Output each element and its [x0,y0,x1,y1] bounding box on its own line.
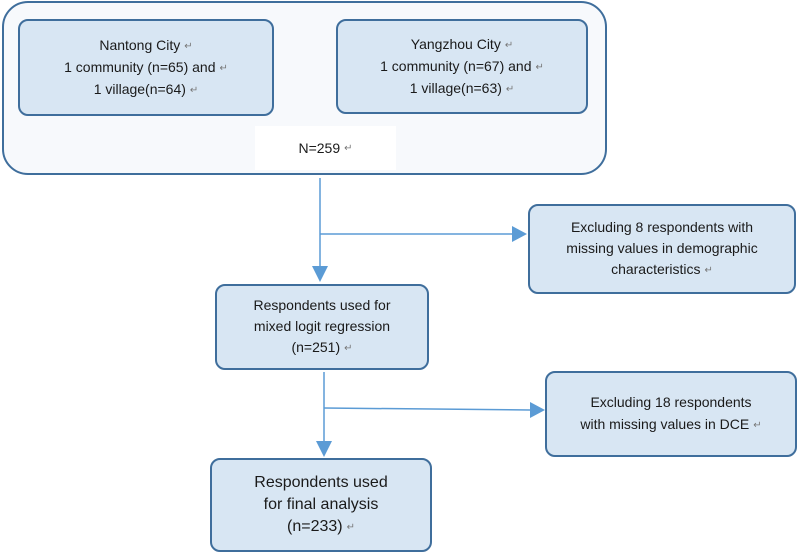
step-2-line-3: (n=233)↵ [287,517,355,535]
exclusion-1-line-3: characteristics↵ [611,261,713,277]
exclusion-demographic-box: Excluding 8 respondents with missing val… [528,204,796,294]
nantong-community: 1 community (n=65) and↵ [64,58,228,75]
exclusion-2-line-2: with missing values in DCE↵ [580,416,762,432]
yangzhou-village: 1 village(n=63)↵ [409,79,515,96]
yangzhou-title: Yangzhou City↵ [410,35,514,52]
paragraph-mark-icon: ↵ [753,420,762,431]
step-2-line-1: Respondents used [254,473,388,491]
mixed-logit-box: Respondents used for mixed logit regress… [215,284,429,370]
arrowhead-step-1 [312,266,328,282]
paragraph-mark-icon: ↵ [344,142,353,154]
step-1-line-2: mixed logit regression [253,318,391,334]
arrowhead-exclusion-1 [512,226,527,242]
yangzhou-city-box: Yangzhou City↵ 1 community (n=67) and↵ 1… [336,19,588,114]
nantong-village: 1 village(n=64)↵ [93,80,199,97]
paragraph-mark-icon: ↵ [505,83,515,95]
paragraph-mark-icon: ↵ [504,39,514,51]
yangzhou-community: 1 community (n=67) and↵ [380,57,544,74]
exclusion-1-line-2: missing values in demographic [566,240,758,256]
paragraph-mark-icon: ↵ [344,343,353,354]
exclusion-2-line-1: Excluding 18 respondents [590,394,752,410]
paragraph-mark-icon: ↵ [219,62,228,74]
nantong-title: Nantong City↵ [99,36,193,53]
paragraph-mark-icon: ↵ [704,265,713,276]
final-analysis-box: Respondents used for final analysis (n=2… [210,458,432,552]
arrow-branch-exclusion-2 [323,407,531,411]
paragraph-mark-icon: ↵ [189,84,199,96]
step-1-line-1: Respondents used for [253,297,391,313]
arrowhead-step-2 [316,441,332,457]
nantong-city-box: Nantong City↵ 1 community (n=65) and↵ 1 … [18,19,274,116]
step-1-line-3: (n=251)↵ [291,339,353,355]
paragraph-mark-icon: ↵ [535,61,544,73]
step-2-line-2: for final analysis [263,495,379,513]
arrowhead-exclusion-2 [530,402,545,418]
exclusion-1-line-1: Excluding 8 respondents with [570,219,754,235]
paragraph-mark-icon: ↵ [184,40,193,52]
paragraph-mark-icon: ↵ [346,521,355,533]
total-sample-label: N=259↵ [255,126,396,170]
exclusion-dce-box: Excluding 18 respondents with missing va… [545,371,797,457]
